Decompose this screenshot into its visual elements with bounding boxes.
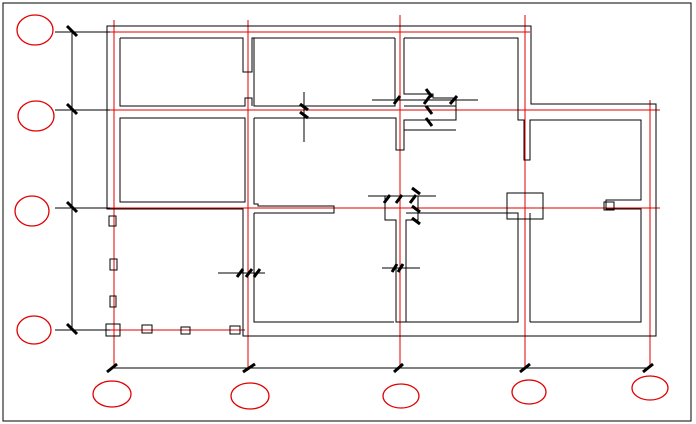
tick-mark (396, 263, 405, 273)
footing (108, 215, 117, 227)
room-top-left-wall (120, 37, 395, 73)
tick-mark (252, 268, 262, 278)
tick-mark (65, 102, 79, 116)
dimension-ticks (65, 24, 654, 374)
tick-mark (299, 102, 309, 112)
footing (229, 325, 241, 335)
grid-axes (55, 15, 660, 368)
tick-mark (642, 362, 654, 374)
grid-bubble-column (511, 379, 547, 405)
grid-bubble-row (14, 195, 50, 227)
tick-mark (106, 362, 118, 374)
dimensions (55, 30, 648, 369)
tick-mark (392, 95, 402, 105)
tick-mark (242, 362, 256, 374)
tick-mark (519, 362, 531, 374)
tick-mark (65, 24, 79, 38)
tick-mark (235, 268, 245, 278)
tick-mark (382, 194, 392, 204)
tick-mark (65, 322, 79, 336)
grid-bubbles (14, 14, 669, 410)
tick-mark (408, 194, 418, 204)
grid-bubble-row (16, 14, 54, 46)
tick-mark (244, 268, 254, 278)
walls (106, 25, 657, 337)
tick-mark (394, 194, 404, 204)
footings (105, 201, 615, 337)
tick-mark (390, 263, 399, 273)
footing (141, 324, 153, 334)
column-block (506, 192, 544, 220)
tick-mark (422, 95, 432, 105)
tick-mark (299, 110, 309, 120)
tick-mark (424, 117, 434, 127)
grid-bubble-row (17, 100, 55, 132)
tick-mark (65, 200, 79, 214)
room-top-middle-wall (253, 38, 396, 107)
grid-bubble-row (16, 315, 52, 345)
tick-mark (393, 362, 404, 374)
tick-mark (411, 186, 421, 196)
footing (109, 258, 118, 271)
room-top-right-wall (254, 38, 457, 151)
column-pier (384, 195, 419, 323)
tick-mark (448, 95, 459, 105)
room-center-wall (253, 118, 335, 214)
tick-mark (411, 216, 421, 226)
room-top-right-wall (404, 37, 642, 323)
room-bottom-middle-wall (406, 212, 519, 323)
room-top-left-wall (119, 38, 253, 107)
footing (180, 326, 191, 335)
grid-bubble-column (92, 380, 132, 408)
room-bottom-left-wall (253, 213, 394, 323)
room-middle-left-wall (119, 117, 246, 203)
footing (603, 201, 615, 211)
grid-bubble-column (230, 382, 270, 410)
grid-bubble-column (382, 383, 420, 409)
tick-mark (424, 105, 434, 115)
footing (109, 295, 117, 308)
tick-mark (411, 204, 421, 214)
grid-bubble-column (631, 375, 669, 401)
room-center-wall (403, 120, 456, 131)
outer-wall-outer-face (106, 25, 657, 337)
tick-mark (424, 88, 434, 98)
